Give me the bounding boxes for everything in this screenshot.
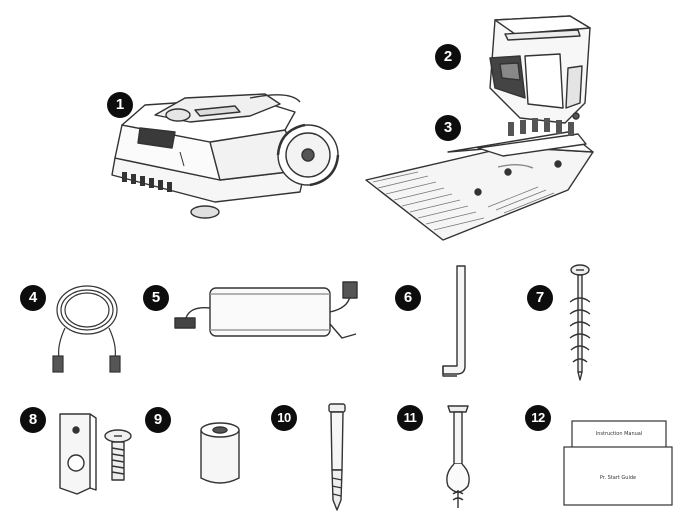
peg-icon [328,403,346,511]
instruction-manual-title: Instruction Manual [596,431,643,437]
quick-start-guide-title: Pr. Start Guide [600,475,636,481]
item-1-badge: 1 [107,92,133,118]
item-4-badge: 4 [20,285,46,311]
item-6-badge: 6 [395,285,421,311]
item-9-badge: 9 [145,407,171,433]
spacer-sleeve-icon [200,422,240,484]
item-10-badge: 10 [271,405,297,431]
item-5-badge: 5 [143,285,169,311]
charging-station-cover-icon [489,15,591,124]
item-8-badge: 8 [20,407,46,433]
item-11-badge: 11 [397,405,423,431]
item-12-badge: 12 [525,405,551,431]
power-adapter-icon [174,281,358,339]
item-7-badge: 7 [527,285,553,311]
extension-cable-icon [52,285,121,373]
charging-station-base-icon [365,118,594,241]
documents-icon: Instruction Manual Pr. Start Guide [563,420,673,506]
ground-screw-icon [569,264,591,381]
installation-tool-icon [446,405,470,508]
item-2-badge: 2 [435,44,461,70]
hex-key-icon [442,265,466,377]
lawn-mower-icon [111,93,340,219]
item-3-badge: 3 [435,115,461,141]
bracket-and-bolt-icon [59,413,132,495]
